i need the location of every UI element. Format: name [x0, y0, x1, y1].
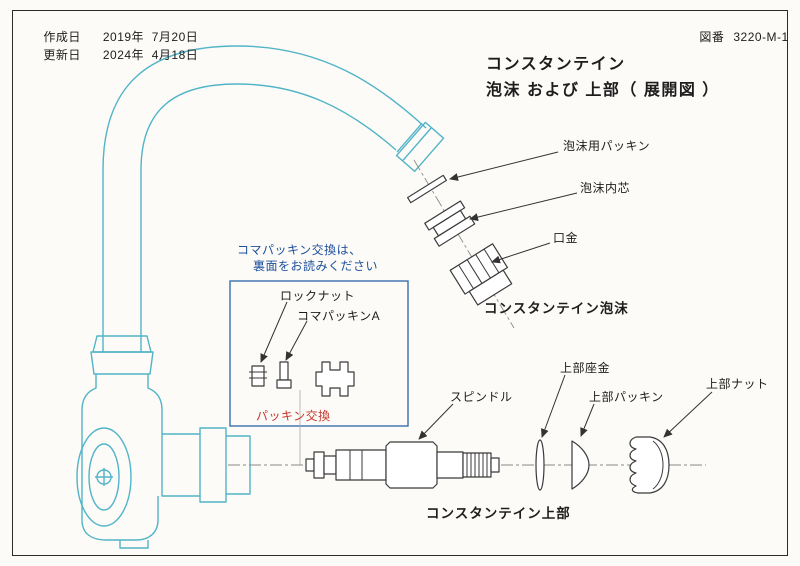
upper-nut-leader [663, 391, 713, 438]
label-koma-packing-a: コマパッキンA [297, 309, 381, 323]
label-upper-washer: 上部座金 [560, 361, 611, 375]
locknut-part [249, 365, 267, 387]
label-packing-replace: パッキン交換 [256, 409, 331, 423]
koma-note-line2: 裏面をお読みください [253, 259, 379, 273]
koma-instruction-box [229, 280, 409, 427]
label-upper-packing: 上部パッキン [589, 390, 664, 404]
page-border [12, 10, 788, 556]
label-aerator-cap: 口金 [553, 231, 579, 245]
drawing-number: 図番 3220-M-1 [684, 16, 789, 59]
updated-date-label: 更新日 [43, 48, 81, 63]
koma-note-line1: コマパッキン交換は、 [237, 243, 362, 257]
spindle-part [305, 441, 500, 489]
spindle-leader [418, 403, 454, 440]
created-date-value: 2019年 7月20日 [102, 30, 199, 45]
upper-nut-part [629, 436, 670, 494]
title-line2: 泡沫 および 上部（ 展開図 ） [486, 82, 720, 99]
upper-washer-part [535, 439, 545, 491]
aerator-packing-leader [449, 151, 559, 181]
updated-date-row: 更新日 2024年 4月18日 [28, 34, 198, 77]
label-upper-nut: 上部ナット [706, 377, 769, 391]
updated-date-value: 2024年 4月18日 [102, 48, 199, 63]
label-aerator-core: 泡沫内芯 [580, 181, 631, 195]
created-date-label: 作成日 [43, 30, 81, 45]
koma-valve-part [315, 361, 355, 397]
title-line1: コンスタンテイン [486, 56, 626, 73]
drawing-number-label: 図番 [699, 30, 725, 45]
aerator-cap-leader [491, 242, 551, 264]
created-date-row: 作成日 2019年 7月20日 [28, 16, 198, 59]
upper-packing-leader [580, 403, 595, 437]
caption-aerator: コンスタンテイン泡沫 [484, 301, 629, 316]
koma-packing-leader [285, 320, 308, 361]
upper-washer-leader [541, 374, 566, 438]
spout-tip-collar [395, 121, 445, 173]
aerator-packing-part [407, 174, 447, 204]
label-spindle: スピンドル [450, 390, 513, 404]
label-locknut: ロックナット [280, 289, 356, 303]
locknut-leader [260, 301, 288, 363]
caption-upper: コンスタンテイン上部 [426, 506, 571, 521]
upper-packing-part [571, 440, 590, 490]
drawing-number-value: 3220-M-1 [733, 30, 789, 45]
koma-packing-part [276, 361, 292, 389]
aerator-core-part [424, 200, 476, 247]
faucet-drawing [76, 45, 445, 549]
faucet-handle [76, 427, 132, 527]
aerator-core-leader [469, 192, 578, 221]
label-aerator-packing: 泡沫用パッキン [563, 139, 651, 153]
aerator-cap-part [449, 243, 513, 306]
